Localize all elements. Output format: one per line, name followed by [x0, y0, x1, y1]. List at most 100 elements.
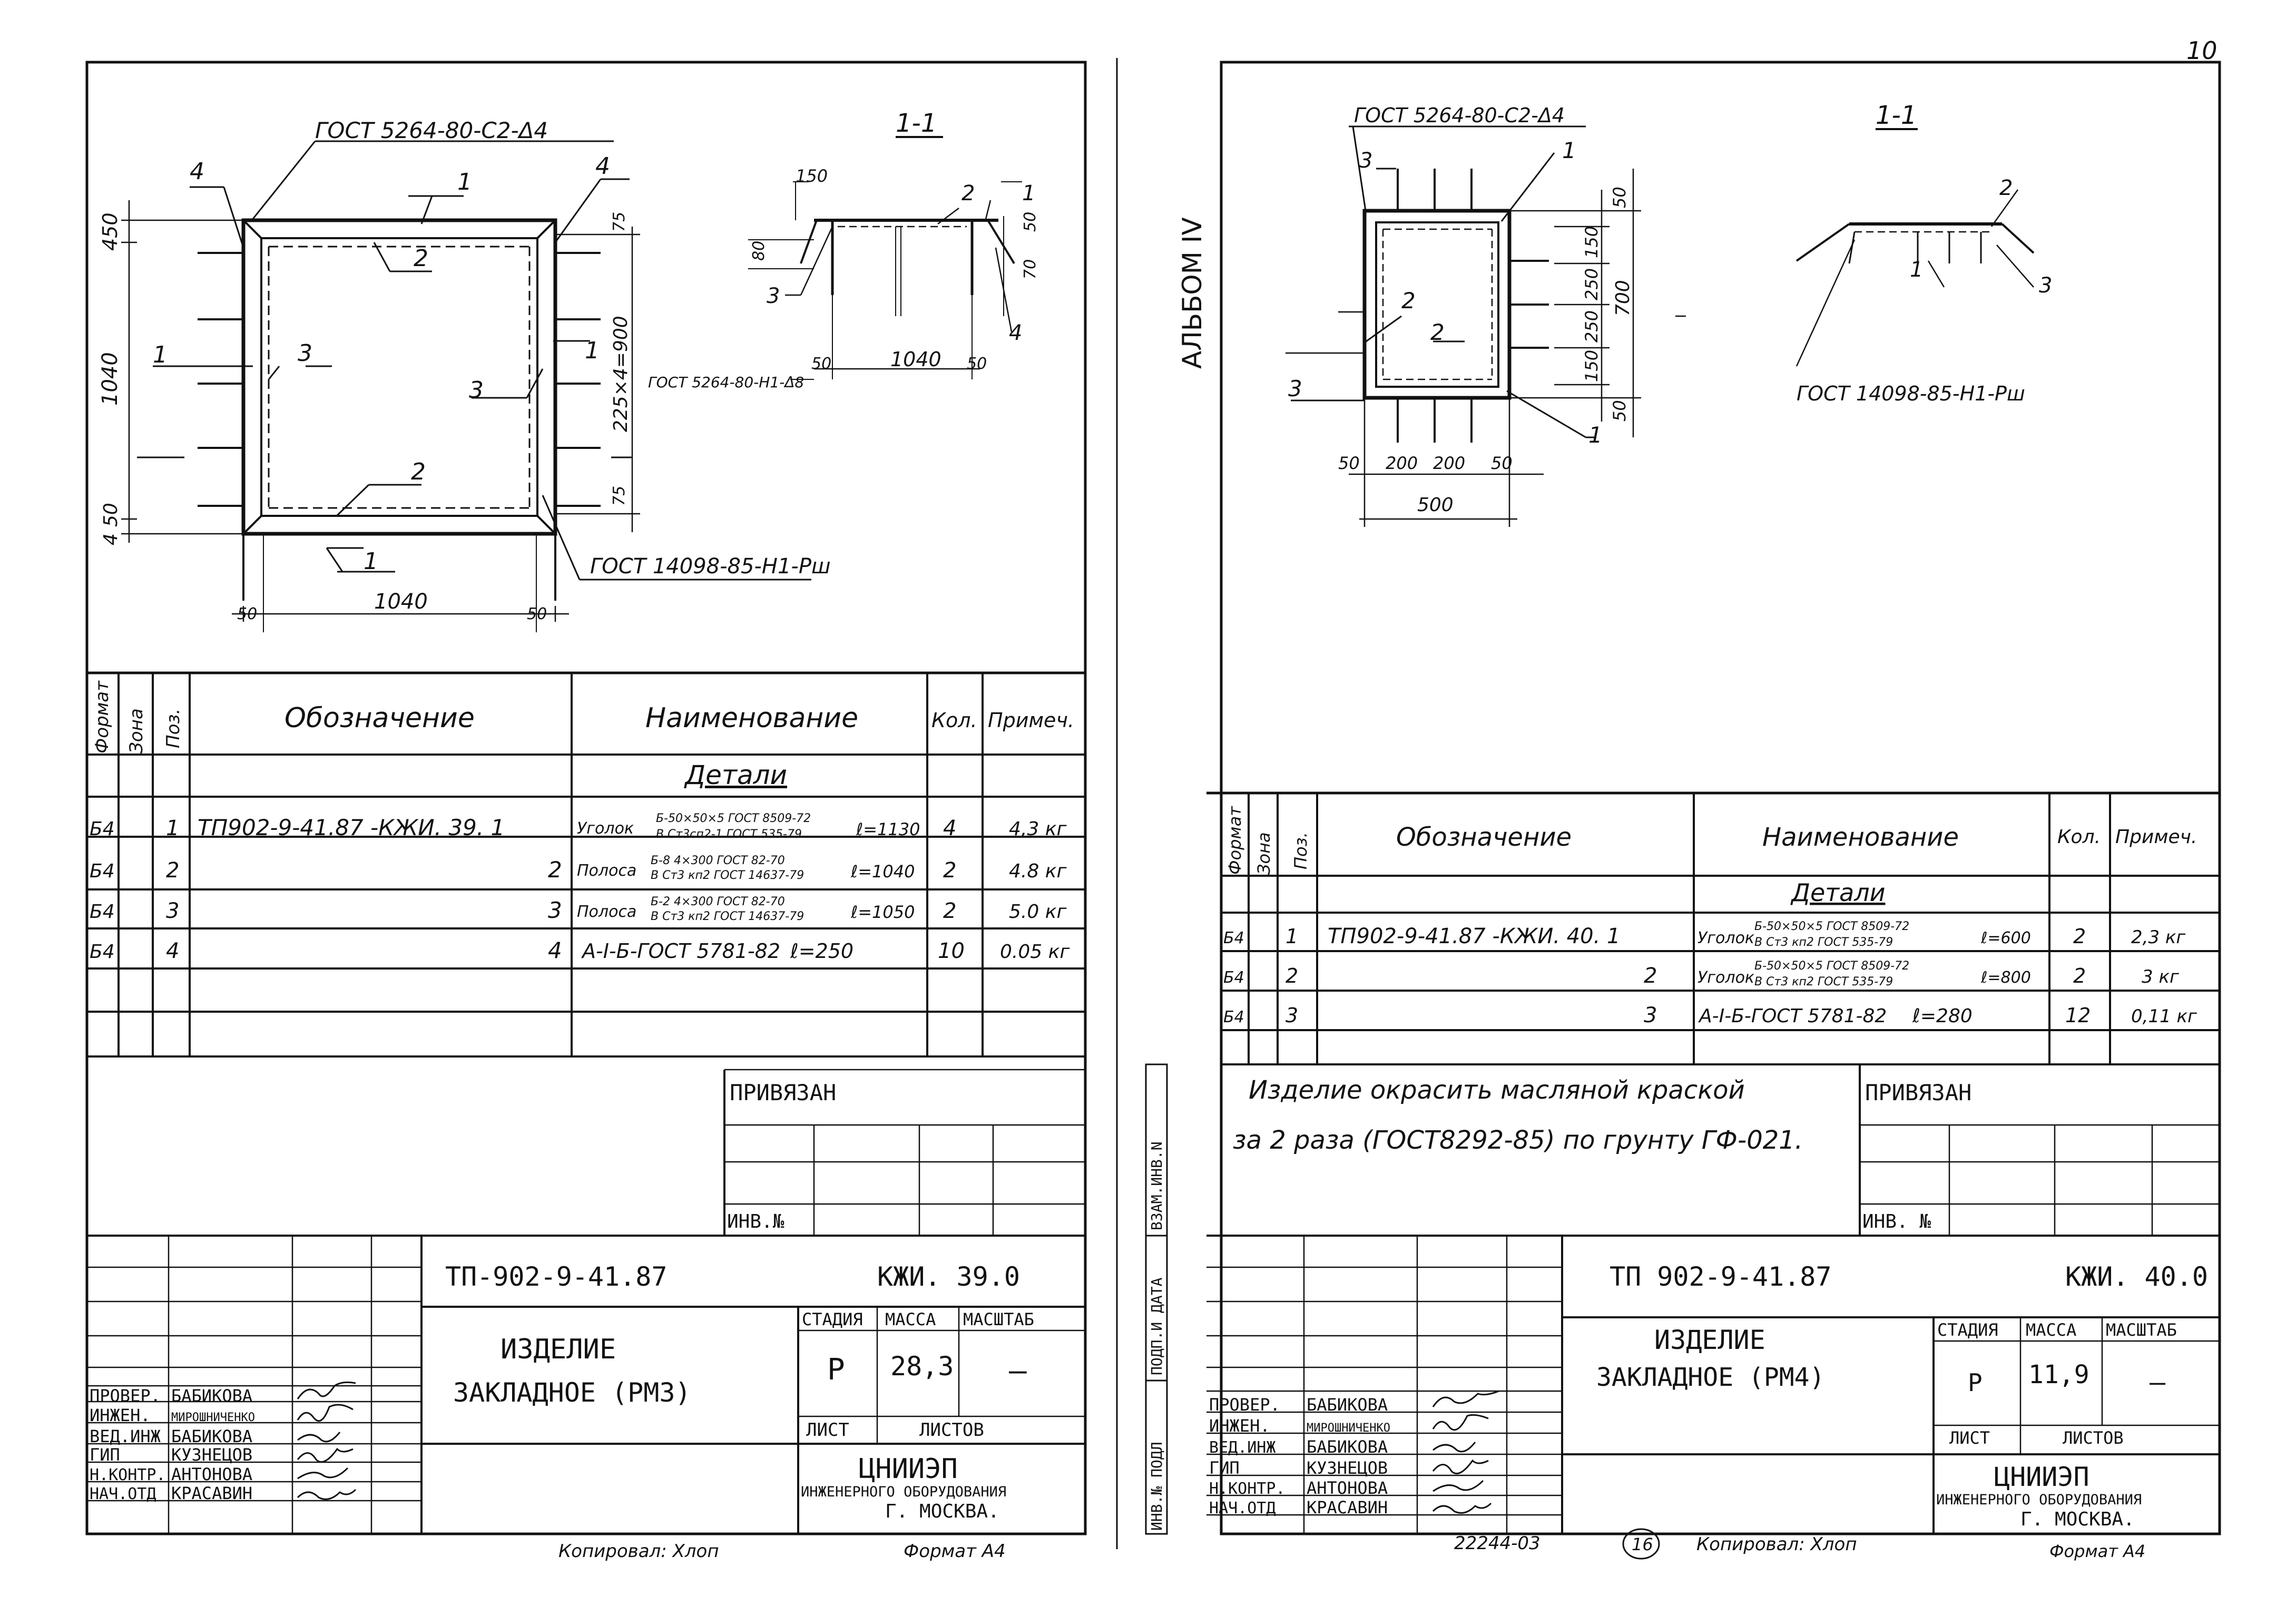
left-section-detali: Детали [684, 760, 787, 790]
right-sheet [1145, 61, 2221, 1535]
right-side-inv: ИНВ.№ ПОДЛ [1148, 1442, 1165, 1531]
left-pos-1d: 1 [364, 548, 378, 575]
right-inv: ИНВ. № [1862, 1211, 1931, 1232]
right-org3: Г. МОСКВА. [2020, 1509, 2135, 1530]
right-stage-hdr: СТАДИЯ [1937, 1320, 1998, 1340]
left-row-1-designation: ТП902-9-41.87 -КЖИ. 39. 1 [198, 815, 505, 840]
left-row-1-qty: 4 [943, 816, 956, 840]
right-signer-name-5: АНТОНОВА [1307, 1478, 1388, 1498]
left-scale: – [1009, 1354, 1027, 1388]
left-dim-4-v: 4 [100, 533, 122, 545]
left-sheet-code: КЖИ. 39.0 [877, 1261, 1020, 1292]
right-pos-3b: 3 [1288, 376, 1302, 402]
left-row-2-name-bot: В Ст3 кп2 ГОСТ 14637-79 [651, 869, 804, 882]
right-scale: – [2150, 1367, 2166, 1397]
left-sheet: ЛИСТ [806, 1420, 849, 1441]
left-row-4-length: ℓ=250 [790, 939, 853, 963]
left-row-2-name: Полоса [577, 862, 636, 880]
right-frame [1220, 61, 2221, 1535]
left-sec-80: 80 [750, 241, 768, 261]
right-pos-2: 2 [1401, 288, 1416, 314]
right-row-2: Б4 2 2 Уголок Б-50×50×5 ГОСТ 8509-72 В С… [1223, 960, 2180, 989]
right-stage: Р [1968, 1368, 1983, 1397]
right-row-1-name-top: Б-50×50×5 ГОСТ 8509-72 [1754, 920, 1909, 933]
right-footer-number: 22244-03 [1454, 1533, 1541, 1554]
right-th-pos: Поз. [1291, 832, 1311, 869]
right-row-2-length: ℓ=800 [1980, 968, 2031, 987]
left-sec-150: 150 [796, 166, 828, 186]
right-org1: ЦНИИЭП [1994, 1462, 2089, 1492]
right-row-3-format: Б4 [1223, 1008, 1244, 1026]
left-row-1-name-top: Б-50×50×5 ГОСТ 8509-72 [656, 812, 811, 825]
right-row-3-length: ℓ=280 [1912, 1005, 1973, 1027]
right-privyazan: ПРИВЯЗАН [1865, 1080, 1971, 1105]
right-note-line2: за 2 раза (ГОСТ8292-85) по грунту ГФ-021… [1233, 1126, 1803, 1155]
left-dim-225: 225×4=900 [610, 316, 632, 432]
right-row-1-designation: ТП902-9-41.87 -КЖИ. 40. 1 [1328, 924, 1620, 948]
left-th-note: Примеч. [988, 709, 1074, 732]
left-doc-code: ТП-902-9-41.87 [445, 1261, 667, 1292]
left-row-4-name: А-I-Б-ГОСТ 5781-82 [581, 939, 780, 963]
left-signer-name-2: МИРОШНИЧЕНКО [171, 1411, 255, 1424]
left-signer-role-5: Н.КОНТР. [90, 1466, 166, 1484]
right-side-stamp [1145, 1063, 1168, 1535]
left-row-2-note: 4.8 кг [1009, 860, 1067, 882]
left-row-1-pos: 1 [166, 816, 179, 840]
right-signer-name-2: МИРОШНИЧЕНКО [1307, 1422, 1390, 1435]
left-row-2-designation: 2 [548, 857, 562, 883]
left-org1: ЦНИИЭП [859, 1453, 958, 1485]
left-pos-2b: 2 [411, 458, 426, 485]
left-sec-50b: 50 [1021, 212, 1039, 232]
left-frame [85, 61, 1087, 1535]
left-row-3-name-bot: В Ст3 кп2 ГОСТ 14637-79 [651, 910, 804, 923]
right-row-2-note: 3 кг [2142, 966, 2180, 987]
left-row-3-pos: 3 [166, 899, 179, 923]
right-row-1: Б4 1 ТП902-9-41.87 -КЖИ. 40. 1 Уголок Б-… [1223, 920, 2186, 949]
right-signer-name-4: КУЗНЕЦОВ [1307, 1458, 1388, 1478]
left-row-2: Б4 2 2 Полоса Б-8 4×300 ГОСТ 82-70 В Ст3… [90, 854, 1067, 883]
right-pos-3: 3 [1359, 149, 1372, 173]
left-dim-50-l: 50 [237, 605, 257, 623]
right-section-detali: Детали [1790, 878, 1886, 907]
left-th-zone: Зона [126, 708, 147, 753]
right-footer-copied: Копировал: Хлоп [1696, 1534, 1857, 1555]
left-row-3-length: ℓ=1050 [850, 902, 915, 922]
right-doc-code: ТП 902-9-41.87 [1610, 1261, 1831, 1292]
left-sec-pos-2: 2 [961, 181, 975, 205]
left-row-3-name: Полоса [577, 903, 636, 921]
right-sheets: ЛИСТОВ [2063, 1428, 2124, 1448]
left-row-3-designation: 3 [548, 897, 562, 923]
left-pos-1b: 1 [153, 341, 168, 368]
right-row-2-name-top: Б-50×50×5 ГОСТ 8509-72 [1754, 960, 1909, 973]
left-row-1-length: ℓ=1130 [856, 819, 920, 839]
left-gost-bottom: ГОСТ 14098-85-Н1-Рш [590, 554, 831, 579]
left-row-3-format: Б4 [90, 901, 115, 923]
left-sec-1040: 1040 [890, 348, 941, 371]
left-pos-2: 2 [414, 245, 428, 272]
left-row-3-name-top: Б-2 4×300 ГОСТ 82-70 [651, 895, 785, 908]
left-row-4: Б4 4 4 А-I-Б-ГОСТ 5781-82 ℓ=250 10 0.05 … [90, 937, 1070, 963]
right-plan-view [1286, 125, 1686, 527]
left-row-4-qty: 10 [938, 939, 965, 963]
left-sec-50a: 50 [967, 355, 987, 373]
left-row-1-format: Б4 [90, 818, 115, 840]
left-dim-50-v: 50 [100, 503, 122, 527]
left-gost-h1: ГОСТ 5264-80-Н1-Δ8 [648, 374, 804, 391]
right-sec-pos-3: 3 [2039, 273, 2052, 298]
right-mass-hdr: МАССА [2026, 1320, 2076, 1340]
left-signer-name-1: БАБИКОВА [171, 1386, 252, 1406]
right-signer-name-1: БАБИКОВА [1307, 1395, 1388, 1415]
right-sheet-code: КЖИ. 40.0 [2065, 1261, 2208, 1292]
right-row-1-format: Б4 [1223, 929, 1244, 947]
right-sec-pos-2: 2 [1999, 176, 2013, 200]
right-sec-pos-1: 1 [1910, 258, 1923, 282]
left-sec-pos-3: 3 [767, 284, 780, 308]
right-side-vzam: ВЗАМ.ИНВ.N [1148, 1141, 1165, 1230]
left-th-designation: Обозначение [284, 702, 475, 734]
left-sec-pos-4: 4 [1009, 321, 1022, 345]
left-pos-4: 4 [595, 153, 610, 180]
right-dim-v50-bottom: 50 [1610, 400, 1630, 422]
left-dim-1040-v: 1040 [98, 352, 122, 406]
right-signer-role-2: ИНЖЕН. [1209, 1416, 1270, 1436]
right-signer-role-5: Н.КОНТР. [1209, 1480, 1286, 1498]
